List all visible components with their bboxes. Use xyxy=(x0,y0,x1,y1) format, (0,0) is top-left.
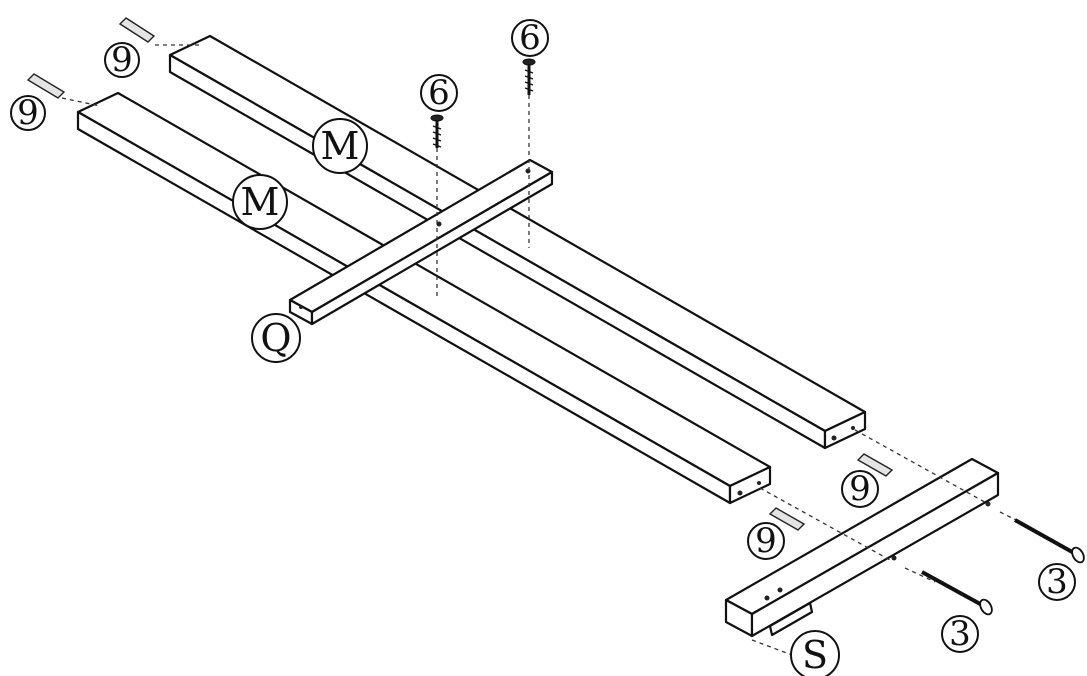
dowel-left xyxy=(26,73,66,99)
svg-text:M: M xyxy=(241,180,280,224)
screw-top-b xyxy=(522,58,536,95)
svg-text:6: 6 xyxy=(428,73,450,113)
callout-screw-top-a: 6 xyxy=(420,73,458,113)
callout-dowel-right-back: 9 xyxy=(841,469,879,509)
svg-text:9: 9 xyxy=(849,469,871,509)
guide-lines xyxy=(61,44,1021,656)
svg-text:9: 9 xyxy=(755,521,777,561)
dowel-top-left xyxy=(118,17,156,43)
svg-text:S: S xyxy=(802,633,828,676)
callout-dowel-top-left: 9 xyxy=(104,40,140,80)
dowel-right-back xyxy=(856,453,894,477)
callout-crossbar-top: Q xyxy=(251,313,301,363)
callout-screw-top-b: 6 xyxy=(511,18,549,58)
svg-text:Q: Q xyxy=(260,316,291,360)
callout-slat-back: M xyxy=(312,118,368,174)
callout-bolt-bottom: 3 xyxy=(941,614,979,654)
bolt-bottom xyxy=(921,570,993,616)
svg-text:3: 3 xyxy=(949,614,971,654)
bolt-right xyxy=(1014,518,1085,564)
screw-top-a xyxy=(430,114,444,148)
dowel-right-front xyxy=(768,507,806,531)
callout-crossbar-bottom: S xyxy=(790,630,840,676)
svg-text:9: 9 xyxy=(17,93,39,133)
svg-text:6: 6 xyxy=(519,18,541,58)
crossbar-s xyxy=(724,457,1000,638)
callout-slat-front: M xyxy=(232,174,288,230)
crossbar-q xyxy=(288,158,554,326)
svg-text:9: 9 xyxy=(111,40,133,80)
svg-text:3: 3 xyxy=(1046,562,1068,602)
svg-text:M: M xyxy=(321,124,360,168)
callout-bolt-right: 3 xyxy=(1038,562,1076,602)
callout-dowel-right-front: 9 xyxy=(747,521,785,561)
callout-dowel-left: 9 xyxy=(10,93,46,133)
